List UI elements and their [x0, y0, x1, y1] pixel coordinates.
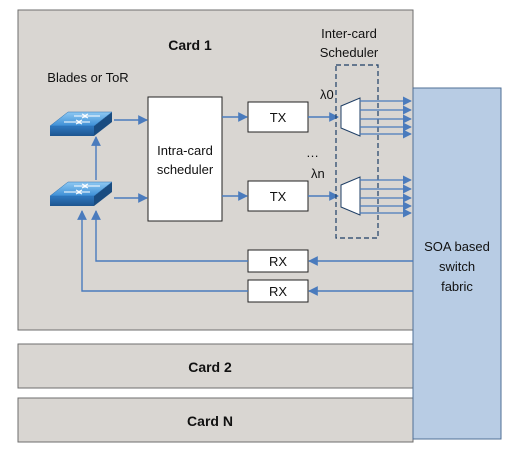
inter-card-scheduler-line1: Inter-card: [321, 26, 377, 41]
intra-card-scheduler-line1: Intra-card: [157, 143, 213, 158]
rx-label-1: RX: [269, 254, 287, 269]
tor-switch-icon: [49, 111, 113, 136]
card-n-label: Card N: [187, 413, 233, 429]
lambda-0-label: λ0: [320, 87, 334, 102]
tx-label-2: TX: [270, 189, 287, 204]
optical-switch-2-icon: [340, 176, 361, 216]
switch-fabric-box: [412, 87, 502, 440]
card-2-label: Card 2: [188, 359, 232, 375]
fanout-arrows-2: [360, 175, 412, 218]
fanout-arrows-1: [360, 96, 412, 139]
card-1-label: Card 1: [168, 37, 212, 53]
intra-card-scheduler-line2: scheduler: [157, 162, 214, 177]
switch-fabric-line3: fabric: [441, 279, 473, 294]
card-n-box: [17, 397, 414, 443]
rx-label-2: RX: [269, 284, 287, 299]
inter-card-scheduler-box: [335, 64, 379, 239]
optical-switch-1-icon: [340, 97, 361, 137]
tor-switch-icon-2: [49, 181, 113, 206]
switch-fabric-line1: SOA based: [424, 239, 490, 254]
ellipsis-label: …: [306, 145, 319, 160]
inter-card-scheduler-line2: Scheduler: [320, 45, 379, 60]
lambda-n-label: λn: [311, 166, 325, 181]
tx-box-1: [247, 101, 309, 133]
tx-label-1: TX: [270, 110, 287, 125]
tx-box-2: [247, 180, 309, 212]
blades-label: Blades or ToR: [47, 70, 128, 85]
card-2-box: [17, 343, 414, 389]
switch-fabric-line2: switch: [439, 259, 475, 274]
rx2-to-tor1-path: [77, 210, 248, 292]
rx1-to-tor2-path: [91, 210, 248, 262]
intra-card-scheduler-box: [147, 96, 223, 222]
